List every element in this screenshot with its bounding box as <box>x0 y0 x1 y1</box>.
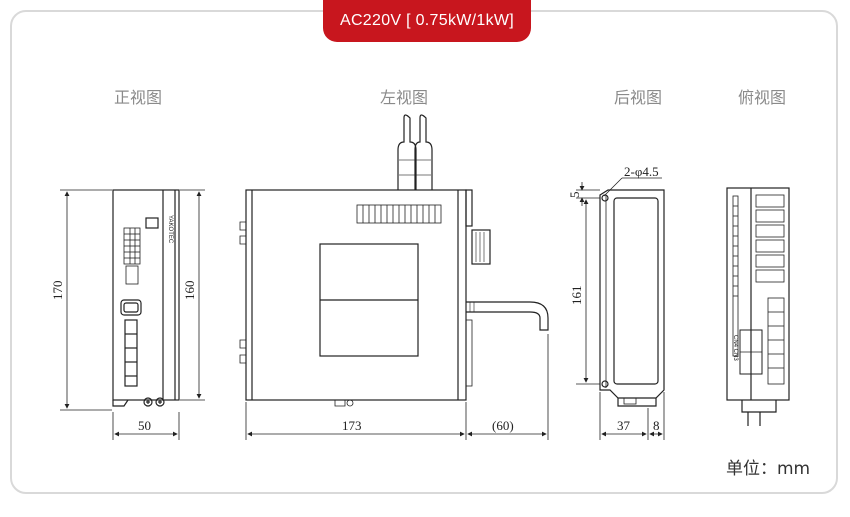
front-view-label: 正视图 <box>114 88 163 107</box>
dim-front-width: 50 <box>138 418 151 433</box>
front-dimensions <box>60 189 205 440</box>
dim-left-cable: (60) <box>492 418 514 433</box>
left-view-label: 左视图 <box>380 88 429 107</box>
rear-dimensions <box>576 177 665 440</box>
dim-left-width: 173 <box>342 418 362 433</box>
top-view: CN4 CN3 <box>726 187 790 426</box>
unit-label: 单位：mm <box>726 459 811 479</box>
svg-text:CN4 CN3: CN4 CN3 <box>732 335 738 361</box>
left-view <box>239 114 549 407</box>
front-view: YAKOTEC <box>112 189 180 407</box>
dim-rear-top-offset: 5 <box>567 192 582 199</box>
spec-tab: AC220V [ 0.75kW/1kW] <box>323 0 531 42</box>
dim-rear-flange: 8 <box>653 418 660 433</box>
dim-rear-width: 37 <box>617 418 631 433</box>
drawing-frame <box>10 10 838 494</box>
left-dimensions <box>245 334 549 440</box>
top-view-label: 俯视图 <box>738 88 787 107</box>
svg-text:YAKOTEC: YAKOTEC <box>167 215 173 244</box>
dim-rear-hole: 2-φ4.5 <box>624 164 659 179</box>
dim-rear-height: 161 <box>569 286 584 306</box>
rear-view <box>599 189 665 407</box>
dim-front-height-total: 170 <box>50 281 65 301</box>
rear-view-label: 后视图 <box>614 88 663 107</box>
dim-front-height-body: 160 <box>182 281 197 301</box>
